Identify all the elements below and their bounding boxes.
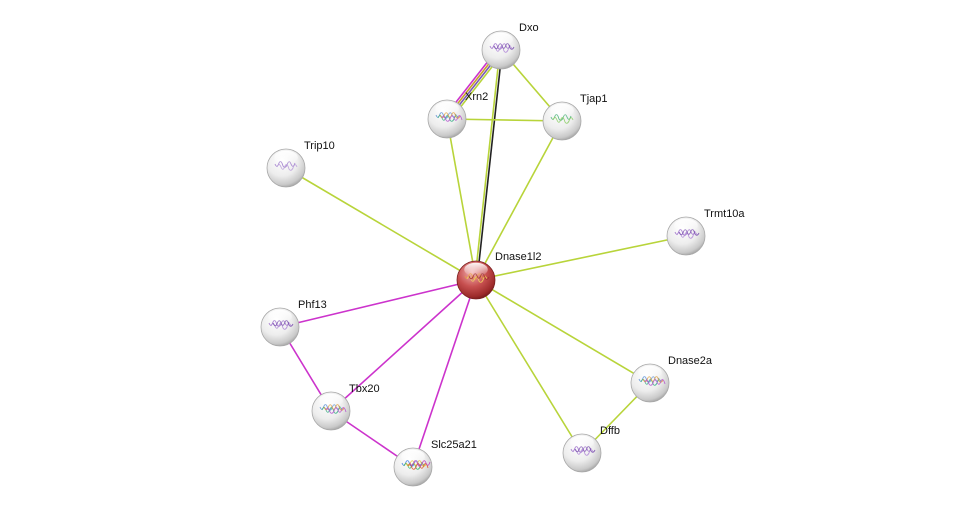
edge-dnase1l2-slc25a21 bbox=[412, 279, 477, 468]
node-trmt10a[interactable]: Trmt10a bbox=[666, 208, 745, 256]
node-trip10[interactable]: Trip10 bbox=[266, 140, 335, 188]
node-xrn2[interactable]: Xrn2 bbox=[427, 91, 488, 139]
protein-structure-icon bbox=[570, 446, 596, 456]
node-phf13[interactable]: Phf13 bbox=[260, 299, 327, 347]
node-highlight bbox=[319, 393, 343, 408]
protein-structure-icon bbox=[550, 114, 574, 124]
edge-line-coexpression bbox=[476, 50, 503, 281]
edge-dnase1l2-xrn2 bbox=[446, 118, 477, 281]
edge-dnase1l2-dffb bbox=[475, 279, 583, 454]
node-highlight bbox=[570, 435, 594, 450]
node-highlight bbox=[274, 150, 298, 165]
edge-line-textmining bbox=[475, 235, 687, 281]
edge-dnase1l2-tbx20 bbox=[330, 279, 477, 412]
node-highlight bbox=[435, 101, 459, 116]
edge-line-textmining bbox=[475, 279, 583, 454]
edge-dnase1l2-trip10 bbox=[285, 167, 477, 281]
node-label: Dnase2a bbox=[668, 355, 713, 367]
edge-dnase1l2-phf13 bbox=[279, 279, 477, 328]
node-label: Slc25a21 bbox=[431, 439, 477, 451]
node-highlight bbox=[489, 32, 513, 47]
edge-line-experiments bbox=[279, 279, 477, 328]
edge-line-textmining bbox=[285, 167, 477, 281]
edge-dnase1l2-dnase2a bbox=[475, 279, 651, 384]
node-dnase2a[interactable]: Dnase2a bbox=[630, 355, 713, 403]
node-label: Xrn2 bbox=[465, 91, 488, 103]
protein-structure-icon bbox=[268, 320, 294, 330]
node-highlight bbox=[638, 365, 662, 380]
node-dxo[interactable]: Dxo bbox=[481, 22, 539, 70]
node-tjap1[interactable]: Tjap1 bbox=[542, 93, 608, 141]
node-dnase1l2[interactable]: Dnase1l2 bbox=[456, 251, 541, 300]
edge-dnase1l2-trmt10a bbox=[475, 235, 687, 281]
protein-structure-icon bbox=[489, 43, 515, 53]
edge-line-experiments bbox=[330, 279, 477, 412]
edge-dnase1l2-tjap1 bbox=[475, 120, 563, 281]
edge-line-textmining bbox=[446, 118, 477, 281]
protein-structure-icon bbox=[464, 273, 490, 283]
protein-structure-icon bbox=[319, 404, 347, 414]
edge-line-textmining bbox=[475, 120, 563, 281]
node-highlight bbox=[268, 309, 292, 324]
node-highlight bbox=[464, 262, 488, 277]
protein-structure-icon bbox=[274, 161, 298, 171]
protein-structure-icon bbox=[638, 376, 666, 386]
node-dffb[interactable]: Dffb bbox=[562, 425, 620, 473]
node-label: Tbx20 bbox=[349, 383, 380, 395]
edge-line-textmining bbox=[475, 279, 651, 384]
edge-line-textmining bbox=[474, 49, 501, 280]
node-label: Phf13 bbox=[298, 299, 327, 311]
edge-line-experiments bbox=[412, 279, 477, 468]
node-highlight bbox=[550, 103, 574, 118]
protein-structure-icon bbox=[435, 112, 463, 122]
node-label: Dnase1l2 bbox=[495, 251, 541, 263]
node-label: Trip10 bbox=[304, 140, 335, 152]
node-label: Trmt10a bbox=[704, 208, 745, 220]
node-label: Dxo bbox=[519, 22, 539, 34]
node-highlight bbox=[674, 218, 698, 233]
node-label: Tjap1 bbox=[580, 93, 608, 105]
protein-structure-icon bbox=[674, 229, 700, 239]
node-slc25a21[interactable]: Slc25a21 bbox=[393, 439, 477, 487]
node-label: Dffb bbox=[600, 425, 620, 437]
edge-dnase1l2-dxo bbox=[474, 49, 503, 281]
node-highlight bbox=[401, 449, 425, 464]
node-tbx20[interactable]: Tbx20 bbox=[311, 383, 380, 431]
